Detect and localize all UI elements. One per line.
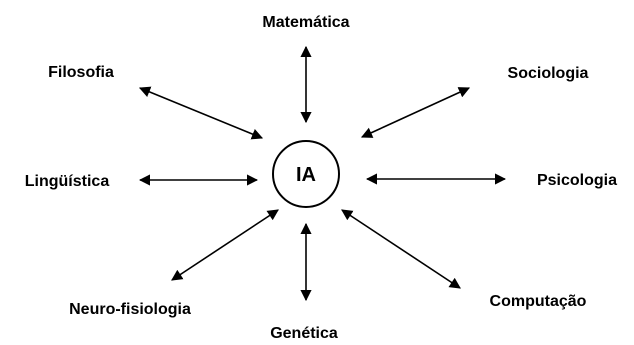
arrow-neurofisiologia — [171, 209, 279, 281]
node-matematica: Matemática — [262, 14, 349, 31]
node-psicologia: Psicologia — [537, 172, 617, 189]
node-linguistica: Lingüística — [25, 173, 110, 190]
node-computacao: Computação — [490, 293, 587, 310]
center-circle — [272, 140, 340, 208]
node-genetica: Genética — [270, 325, 338, 342]
node-sociologia: Sociologia — [508, 65, 589, 82]
arrow-filosofia — [138, 86, 264, 140]
arrow-sociologia — [360, 87, 471, 138]
node-neurofisiologia: Neuro-fisiologia — [69, 301, 191, 318]
center-node: IA — [272, 140, 340, 208]
arrow-computacao — [341, 209, 461, 289]
center-label: IA — [296, 164, 316, 186]
node-filosofia: Filosofia — [48, 64, 114, 81]
